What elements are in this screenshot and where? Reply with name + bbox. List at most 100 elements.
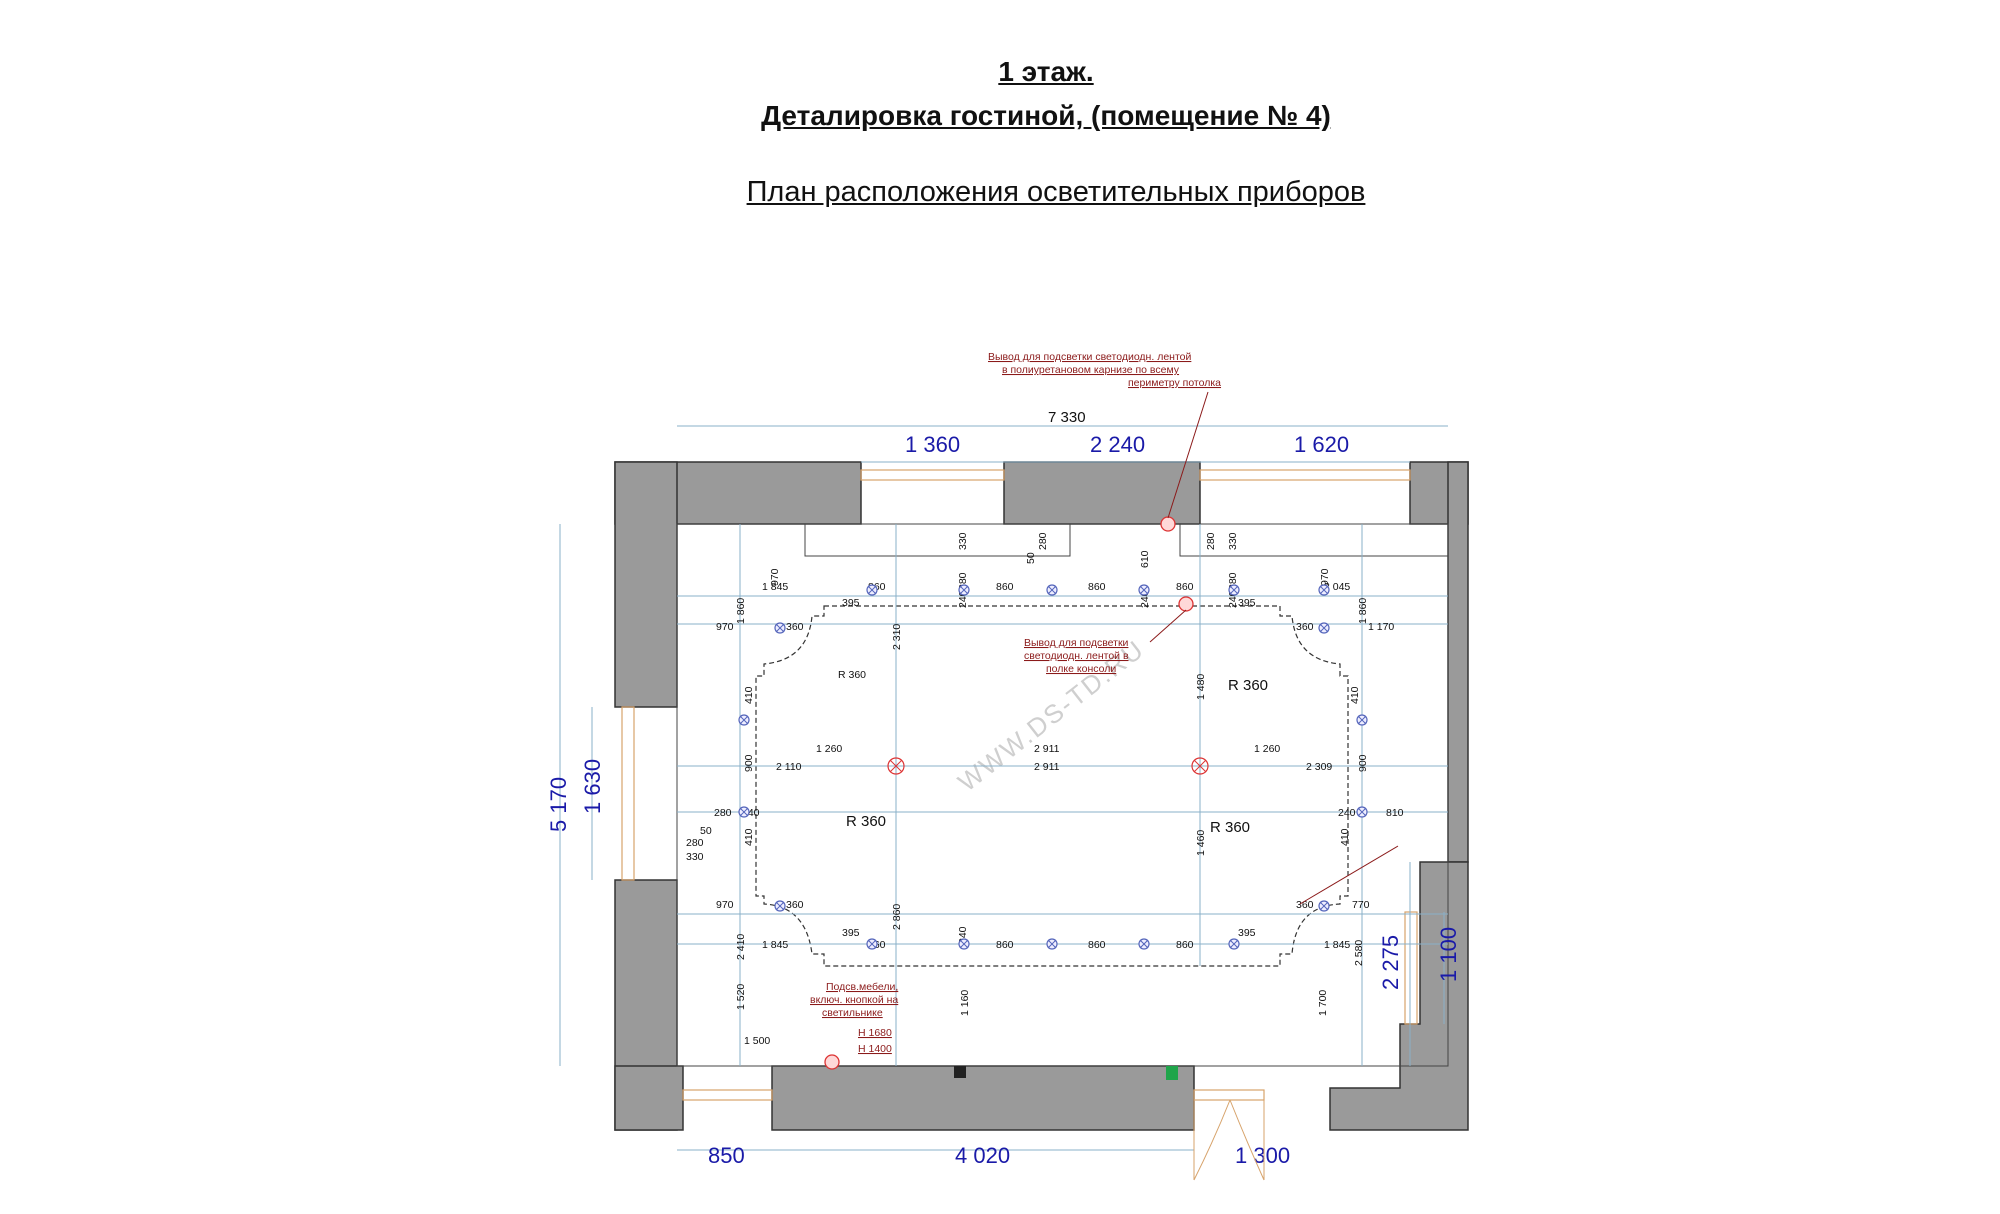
- svg-text:610: 610: [1139, 550, 1151, 568]
- led-outlet-console-icon: [1178, 596, 1194, 612]
- svg-text:900: 900: [1357, 754, 1369, 772]
- spot-light-icon: [738, 806, 750, 818]
- svg-text:1 700: 1 700: [1317, 990, 1329, 1016]
- right-note-pointer: [1299, 845, 1399, 905]
- svg-text:2 309: 2 309: [1306, 761, 1332, 773]
- svg-text:2 310: 2 310: [891, 624, 903, 650]
- svg-text:410: 410: [743, 828, 755, 846]
- radius-label-top-right: R 360: [1228, 677, 1268, 694]
- dim-bottom-2: 4 020: [955, 1143, 1010, 1168]
- svg-text:2 580: 2 580: [1353, 940, 1365, 966]
- svg-text:2 911: 2 911: [1034, 743, 1060, 755]
- svg-text:410: 410: [1349, 686, 1361, 704]
- ceiling-box-left: [804, 524, 1071, 557]
- chandelier-outlet-right-icon: [1191, 757, 1209, 775]
- svg-text:2 410: 2 410: [735, 934, 747, 960]
- spot-light-icon: [738, 714, 750, 726]
- dimension-lines: [559, 425, 1448, 1151]
- console-note-line3: полке консоли: [1046, 663, 1116, 675]
- furniture-note-line1: Подсв.мебели,: [826, 981, 898, 993]
- windows: [621, 469, 1418, 1101]
- svg-text:970: 970: [769, 568, 781, 586]
- svg-text:280: 280: [1205, 532, 1217, 550]
- furniture-note-line3: светильнике: [822, 1007, 883, 1019]
- ceiling-cornice: [755, 605, 1349, 967]
- svg-text:1 860: 1 860: [1357, 598, 1369, 624]
- svg-text:970: 970: [1319, 568, 1331, 586]
- svg-text:860: 860: [1088, 581, 1106, 593]
- dim-top-1: 1 360: [905, 432, 960, 457]
- svg-text:1 160: 1 160: [959, 990, 971, 1016]
- svg-text:1 480: 1 480: [1195, 674, 1207, 700]
- furniture-note-line2: включ. кнопкой на: [810, 994, 898, 1006]
- svg-text:360: 360: [1296, 899, 1314, 911]
- svg-text:330: 330: [957, 532, 969, 550]
- svg-text:970: 970: [716, 621, 734, 633]
- switch-marker: [954, 1066, 966, 1078]
- svg-text:360: 360: [786, 899, 804, 911]
- dim-top-2: 2 240: [1090, 432, 1145, 457]
- spot-light-icon: [1356, 806, 1368, 818]
- svg-text:900: 900: [743, 754, 755, 772]
- spot-light-icon: [1138, 584, 1150, 596]
- radius-label-bottom-left: R 360: [846, 813, 886, 830]
- room-outline: [676, 523, 1449, 1067]
- cornice-note-pointer: [1167, 391, 1209, 519]
- svg-text:1 500: 1 500: [744, 1035, 770, 1047]
- spot-light-icon: [1138, 938, 1150, 950]
- svg-text:1 845: 1 845: [762, 939, 788, 951]
- svg-text:1 260: 1 260: [816, 743, 842, 755]
- svg-text:1 170: 1 170: [1368, 621, 1394, 633]
- spot-lights: [738, 584, 1368, 950]
- spot-light-icon: [958, 584, 970, 596]
- svg-text:860: 860: [1176, 581, 1194, 593]
- radius-label-bottom-right: R 360: [1210, 819, 1250, 836]
- spot-light-icon: [1046, 584, 1058, 596]
- svg-text:2 045: 2 045: [1324, 581, 1350, 593]
- dim-bottom-1: 850: [708, 1143, 745, 1168]
- dim-top-3: 1 620: [1294, 432, 1349, 457]
- svg-text:860: 860: [1176, 939, 1194, 951]
- cornice-note-line2: в полиуретановом карнизе по всему: [1002, 364, 1180, 376]
- svg-text:860: 860: [996, 581, 1014, 593]
- spot-light-icon: [1318, 622, 1330, 634]
- svg-text:395: 395: [842, 597, 860, 609]
- dim-bottom-3: 1 300: [1235, 1143, 1290, 1168]
- svg-text:1 845: 1 845: [762, 581, 788, 593]
- svg-text:50: 50: [700, 825, 712, 837]
- small-dimensions: 1 845 395 860 860 860 860 395 2 045 970 …: [686, 532, 1404, 1047]
- spot-light-icon: [1228, 584, 1240, 596]
- svg-text:1 845: 1 845: [1324, 939, 1350, 951]
- dim-left-height: 5 170: [546, 777, 571, 832]
- drawing-title-floor: 1 этаж.: [998, 56, 1094, 87]
- spot-light-icon: [774, 900, 786, 912]
- svg-text:810: 810: [1386, 807, 1404, 819]
- spot-light-icon: [1356, 714, 1368, 726]
- svg-text:2 110: 2 110: [776, 761, 802, 773]
- svg-text:2 860: 2 860: [891, 904, 903, 930]
- spot-light-icon: [1228, 938, 1240, 950]
- spot-light-icon: [1046, 938, 1058, 950]
- spot-light-icon: [1318, 584, 1330, 596]
- dim-right-window: 1 100: [1436, 927, 1461, 982]
- drawing-subtitle: План расположения осветительных приборов: [746, 176, 1366, 208]
- ceiling-box-right: [1179, 524, 1448, 557]
- svg-text:50: 50: [1025, 552, 1037, 564]
- svg-text:770: 770: [1352, 899, 1370, 911]
- console-note-line1: Вывод для подсветки: [1024, 637, 1129, 649]
- svg-text:330: 330: [686, 851, 704, 863]
- console-note-pointer: [1149, 609, 1187, 643]
- height-label-1: Н 1680: [858, 1027, 892, 1039]
- door-marker: [1166, 1066, 1178, 1080]
- spot-light-icon: [958, 938, 970, 950]
- svg-text:360: 360: [1296, 621, 1314, 633]
- svg-text:410: 410: [1339, 828, 1351, 846]
- svg-text:1 260: 1 260: [1254, 743, 1280, 755]
- door-swing: [1193, 1090, 1265, 1181]
- chandelier-outlet-left-icon: [887, 757, 905, 775]
- console-note-line2: светодиодн. лентой в: [1024, 650, 1129, 662]
- radius-label-top-left: R 360: [838, 669, 866, 681]
- svg-text:280: 280: [1037, 532, 1049, 550]
- svg-text:280: 280: [714, 807, 732, 819]
